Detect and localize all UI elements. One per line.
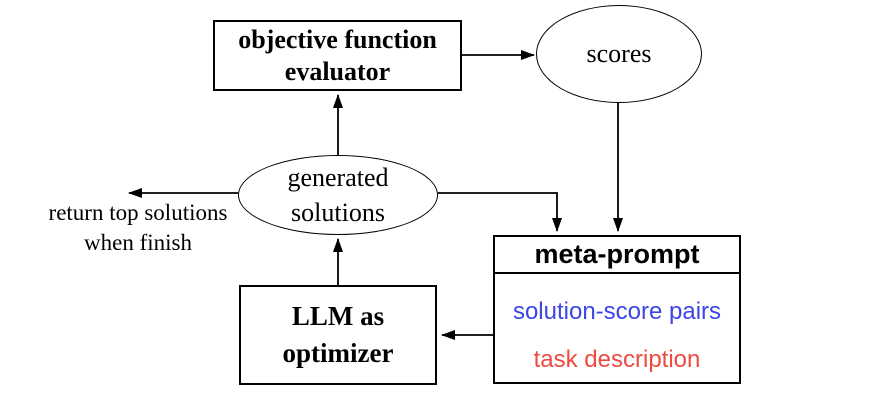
evaluator-label-line2: evaluator bbox=[284, 56, 391, 86]
arrow-solutions-to-meta-prompt bbox=[438, 192, 562, 232]
return-note-line2: when finish bbox=[84, 230, 192, 255]
meta-prompt-title: meta-prompt bbox=[495, 237, 739, 274]
evaluator-label-line1: objective function bbox=[238, 24, 437, 54]
scores-label: scores bbox=[586, 39, 652, 68]
meta-prompt-item-task-description: task description bbox=[533, 346, 701, 373]
llm-as-optimizer-box: LLM as optimizer bbox=[239, 285, 437, 385]
return-top-solutions-note: return top solutions when finish bbox=[28, 198, 248, 258]
generated-solutions-label-line1: generated bbox=[287, 163, 389, 192]
meta-prompt-box: meta-prompt solution-score pairs task de… bbox=[493, 235, 741, 384]
scores-node: scores bbox=[536, 5, 702, 103]
meta-prompt-item-solution-score-pairs: solution-score pairs bbox=[512, 298, 722, 325]
llm-label-line1: LLM as bbox=[291, 301, 385, 331]
generated-solutions-node: generated solutions bbox=[238, 155, 438, 235]
llm-label-line2: optimizer bbox=[282, 338, 394, 368]
return-note-line1: return top solutions bbox=[48, 200, 228, 225]
generated-solutions-label-line2: solutions bbox=[291, 198, 385, 227]
objective-function-evaluator-box: objective function evaluator bbox=[213, 20, 462, 91]
